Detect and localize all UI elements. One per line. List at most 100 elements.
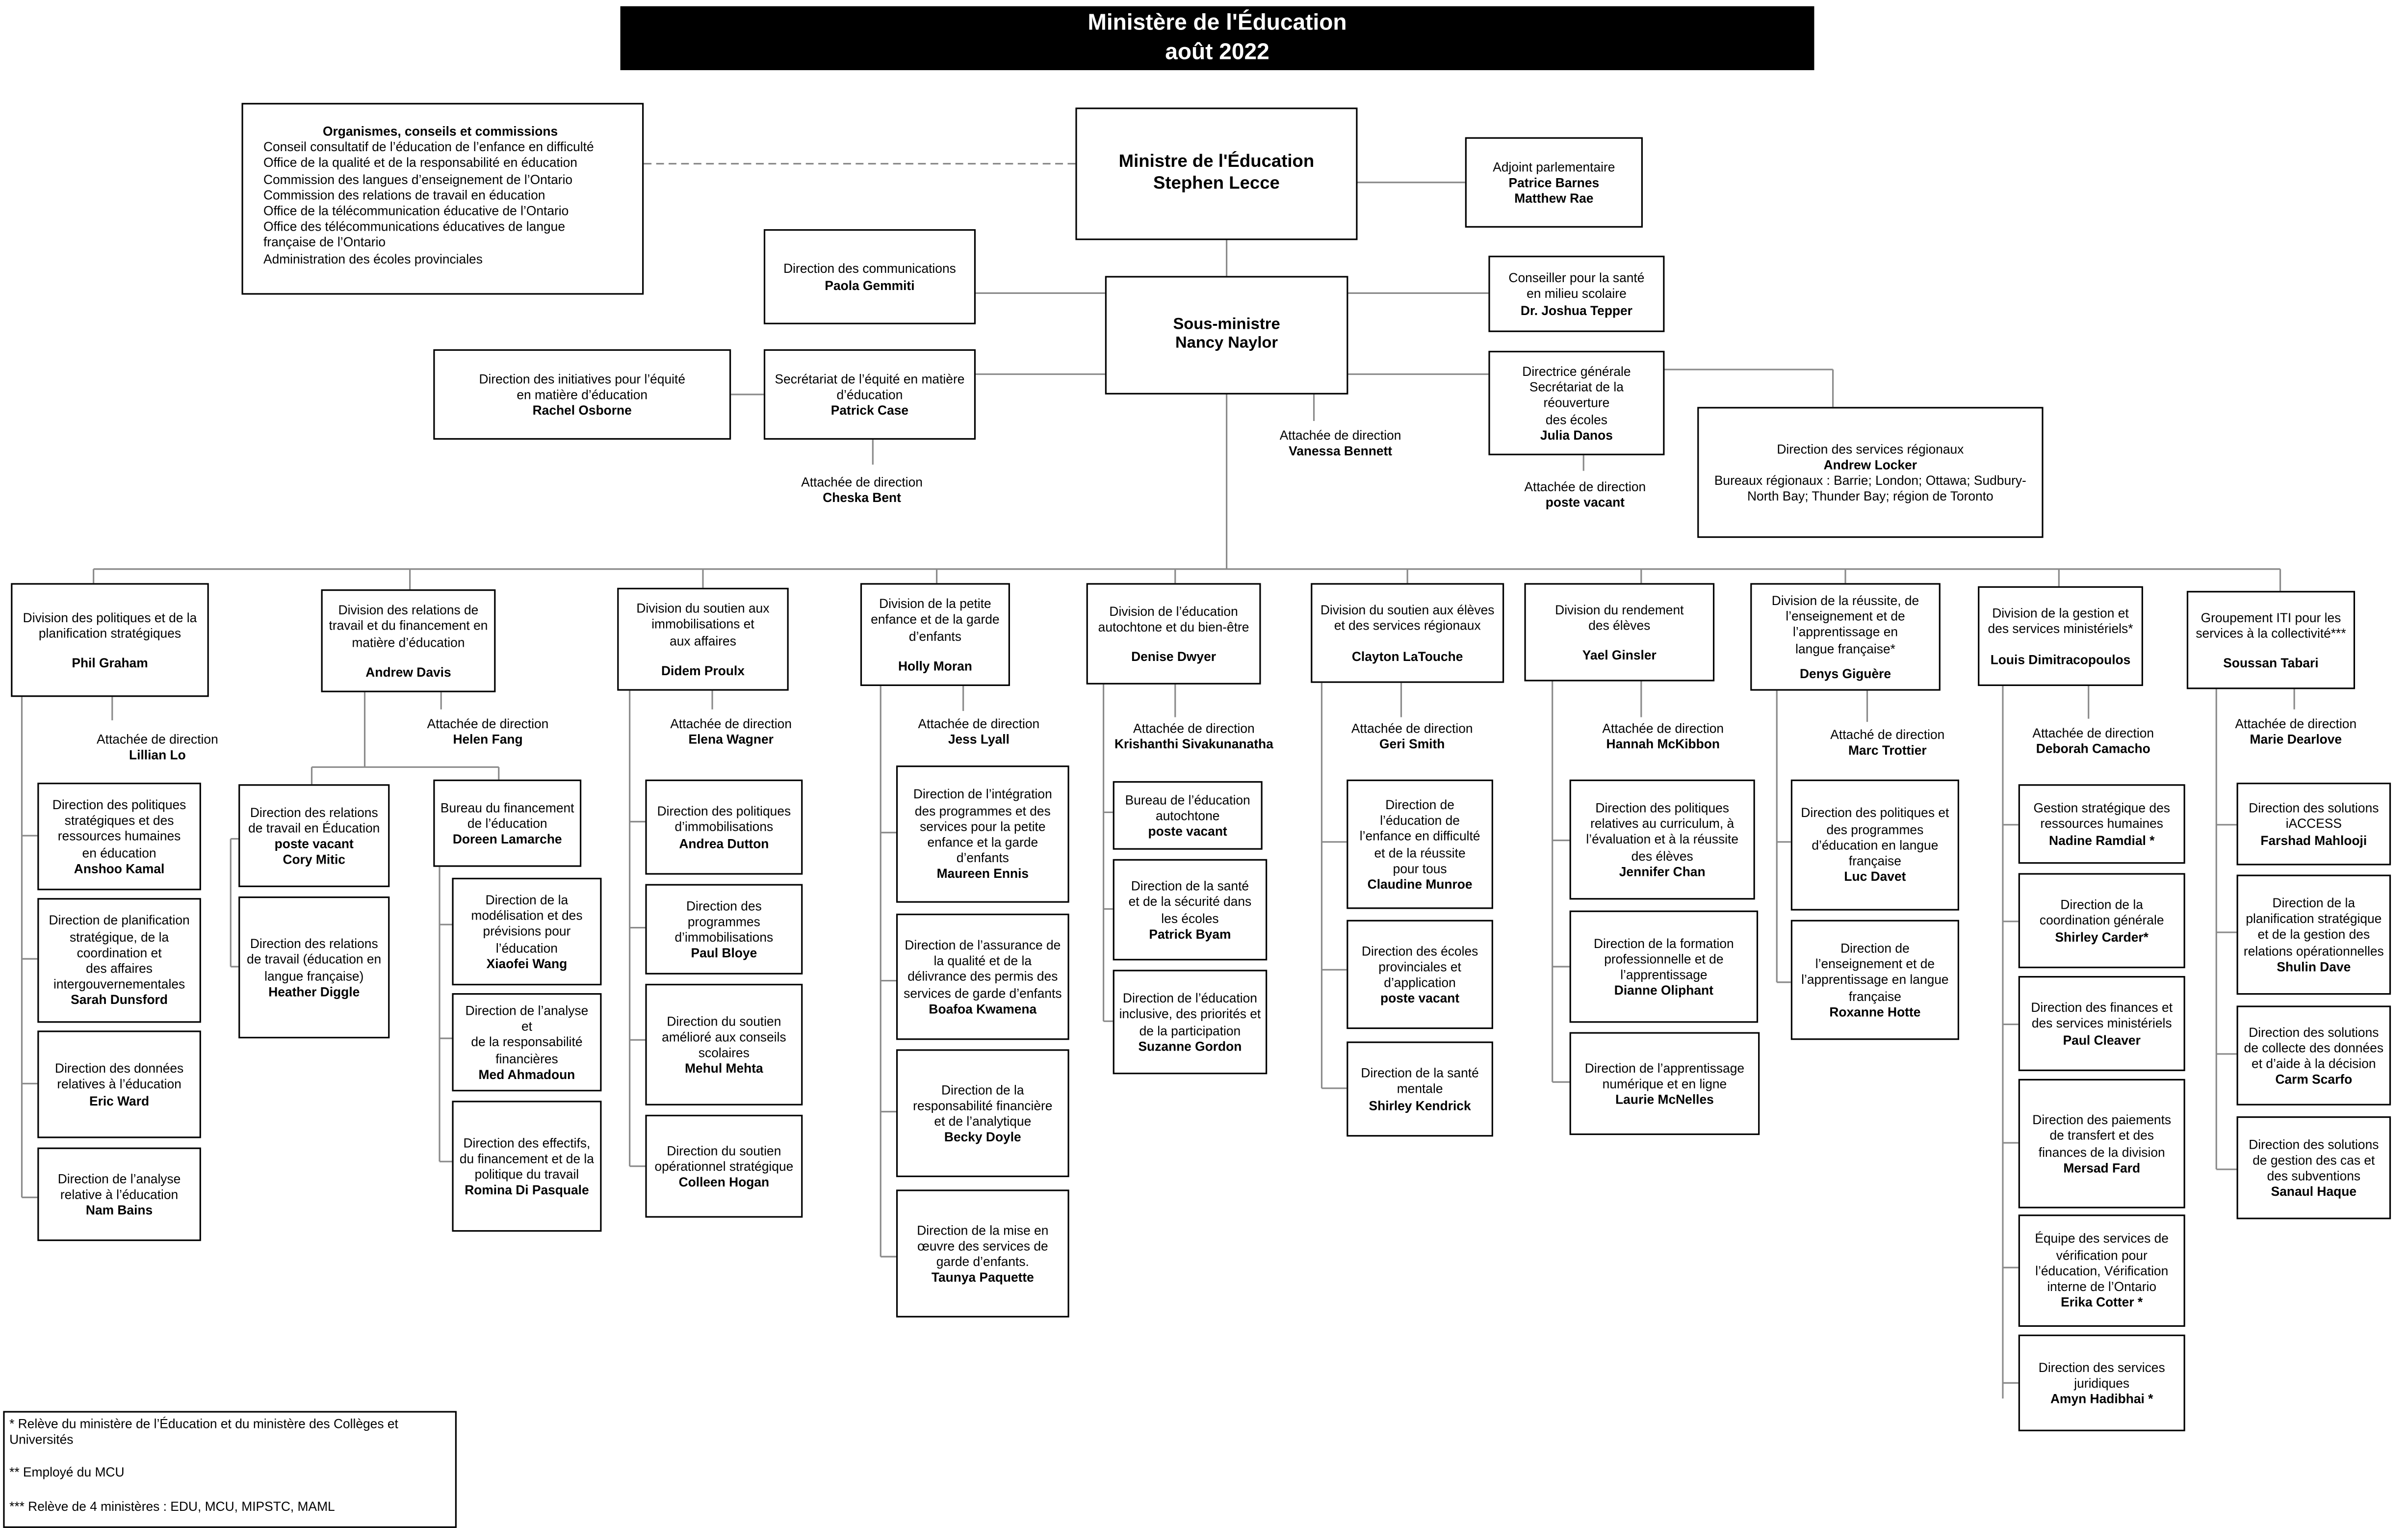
branch-box: Direction des politiques d’immobilisatio…	[645, 779, 803, 875]
division-title: Division du soutien aux	[636, 600, 770, 616]
branch-title: des programmes	[1826, 821, 1924, 837]
branch-title: Direction des relations	[250, 935, 378, 951]
division-title: travail et du financement en	[329, 618, 488, 633]
equity-initiatives-title: en matière d’éducation	[517, 386, 648, 402]
branch-head: Anshoo Kamal	[74, 860, 165, 876]
branch-title: des subventions	[2267, 1167, 2361, 1184]
deputy-title: Sous-ministre	[1173, 316, 1280, 334]
agency-item: Commission des langues d’enseignement de…	[263, 171, 573, 187]
branch-title: Direction de la mise en	[917, 1221, 1049, 1238]
division-title: Division de l’éducation	[1109, 603, 1238, 619]
division-head: Phil Graham	[72, 655, 148, 671]
branch-title: responsabilité financière	[913, 1097, 1053, 1113]
branch-title: Direction de planification	[49, 913, 190, 928]
branch-head: Becky Doyle	[944, 1129, 1021, 1145]
branch-title: stratégiques et des	[64, 813, 174, 828]
branch-title: œuvre des services de	[917, 1238, 1048, 1253]
sub-unit-box: Bureau du financement de l’éducation Dor…	[433, 779, 582, 867]
branch-title: Direction de l’assurance de	[905, 937, 1061, 953]
division-attache: Attachée de direction Marie Dearlove	[2208, 715, 2383, 747]
branch-head: Carm Scarfo	[2275, 1071, 2353, 1087]
branch-title: et de l’analytique	[934, 1113, 1032, 1129]
division-attache: Attachée de direction Elena Wagner	[644, 715, 818, 747]
minister-box: Ministre de l'Éducation Stephen Lecce	[1075, 107, 1358, 240]
branch-title: des élèves	[1631, 847, 1693, 863]
attache-name: Krishanthi Sivakunanatha	[1114, 736, 1273, 752]
branch-title: et de la sécurité dans	[1128, 894, 1252, 910]
branch-title: Direction des solutions	[2249, 1136, 2379, 1152]
branch-title: autochtone	[1155, 807, 1220, 823]
branch-box: Direction de l’assurance de la qualité e…	[896, 913, 1069, 1040]
parliamentary-assistant-box: Adjoint parlementaire Patrice Barnes Mat…	[1465, 137, 1643, 228]
branch-box: Direction des effectifs, du financement …	[452, 1101, 602, 1232]
branch-head: Shirley Carder*	[2055, 928, 2149, 945]
agency-item: Commission des relations de travail en é…	[263, 186, 545, 203]
branch-title: Direction des	[686, 897, 762, 913]
parliamentary-assistant-name: Matthew Rae	[1514, 190, 1594, 206]
attache-title: Attachée de direction	[427, 715, 549, 732]
branch-title: de la participation	[1139, 1022, 1241, 1038]
branch-title: et de la réussite	[1374, 844, 1466, 860]
communications-name: Paola Gemmiti	[825, 276, 915, 292]
branch-box: Gestion stratégique des ressources humai…	[2018, 784, 2185, 864]
branch-box: Direction des solutions de gestion des c…	[2236, 1116, 2391, 1219]
agencies-box: Organismes, conseils et commissions Cons…	[241, 103, 644, 295]
branch-title: d’application	[1384, 974, 1456, 990]
branch-head: Andrea Dutton	[679, 835, 769, 851]
division-attache: Attachée de direction Jess Lyall	[891, 715, 1066, 747]
branch-title: les écoles	[1161, 910, 1219, 925]
equity-secretariat-title: d’éducation	[836, 386, 903, 402]
division-attache: Attachée de direction Krishanthi Sivakun…	[1091, 720, 1296, 752]
branch-title: l’enfance en difficulté	[1359, 828, 1480, 844]
division-title: l’enseignement et de	[1786, 608, 1905, 624]
equity-initiatives-title: Direction des initiatives pour l’équité	[479, 370, 686, 387]
branch-title: relatives au curriculum, à	[1590, 816, 1735, 832]
division-box: Division de la gestion et des services m…	[1978, 586, 2143, 686]
attache-title: Attachée de direction	[670, 715, 792, 732]
branch-title: Direction de la	[2060, 896, 2143, 913]
branch-head: Jennifer Chan	[1619, 863, 1706, 879]
division-head: Andrew Davis	[365, 663, 451, 680]
branch-head: Patrick Byam	[1149, 925, 1231, 942]
branch-head: Heather Diggle	[268, 983, 360, 999]
branch-box: Direction des politiques et des programm…	[1790, 779, 1959, 911]
branch-head: Mersad Fard	[2063, 1159, 2141, 1175]
branch-title: relative à l’éducation	[60, 1186, 179, 1202]
branch-title: Direction de la	[485, 892, 569, 908]
branch-box: Direction de l’enseignement et de l’appr…	[1790, 920, 1959, 1040]
branch-title: langue française)	[264, 967, 364, 983]
division-title: l’apprentissage en	[1793, 624, 1898, 640]
branch-head: Shulin Dave	[2277, 958, 2351, 975]
branch-title: de la responsabilité	[471, 1034, 583, 1050]
branch-title: l’éducation	[495, 939, 558, 955]
agency-item: française de l’Ontario	[263, 234, 386, 250]
reopening-name: Julia Danos	[1540, 426, 1613, 443]
branch-head: Nadine Ramdial *	[2049, 832, 2155, 848]
branch-title: numérique et en ligne	[1602, 1076, 1727, 1091]
attache-equity: Attachée de direction Cheska Bent	[768, 474, 955, 506]
branch-title: Direction des finances et	[2031, 1000, 2173, 1016]
division-box: Groupement ITI pour les services à la co…	[2186, 591, 2356, 689]
branch-title: mentale	[1397, 1081, 1443, 1097]
division-head: Soussan Tabari	[2223, 655, 2319, 671]
division-title: des services ministériels*	[1988, 621, 2133, 637]
branch-title: intergouvernementales	[53, 976, 185, 992]
branch-title: de transfert et des	[2049, 1128, 2154, 1143]
branch-head: Suzanne Gordon	[1138, 1038, 1242, 1054]
branch-title: l’enseignement et de	[1815, 956, 1935, 972]
branch-title: vérification pour	[2056, 1246, 2148, 1263]
header-date: août 2022	[1165, 40, 1269, 66]
branch-head: poste vacant	[274, 836, 354, 851]
branch-title: interne de l’Ontario	[2047, 1278, 2157, 1294]
branch-title: Direction de	[1385, 796, 1454, 813]
attache-name: Elena Wagner	[688, 731, 774, 747]
regional-services-box: Direction des services régionaux Andrew …	[1697, 407, 2044, 538]
division-title: Division de la gestion et	[1992, 605, 2129, 621]
footnotes-box: * Relève du ministère de l’Éducation et …	[3, 1411, 457, 1528]
reopening-title: des écoles	[1545, 411, 1607, 427]
branch-title: finances de la division	[2038, 1143, 2165, 1159]
branch-title: Direction de la formation	[1593, 935, 1734, 950]
branch-title: française	[1848, 853, 1901, 869]
branch-box: Direction de l’intégration des programme…	[896, 765, 1069, 903]
